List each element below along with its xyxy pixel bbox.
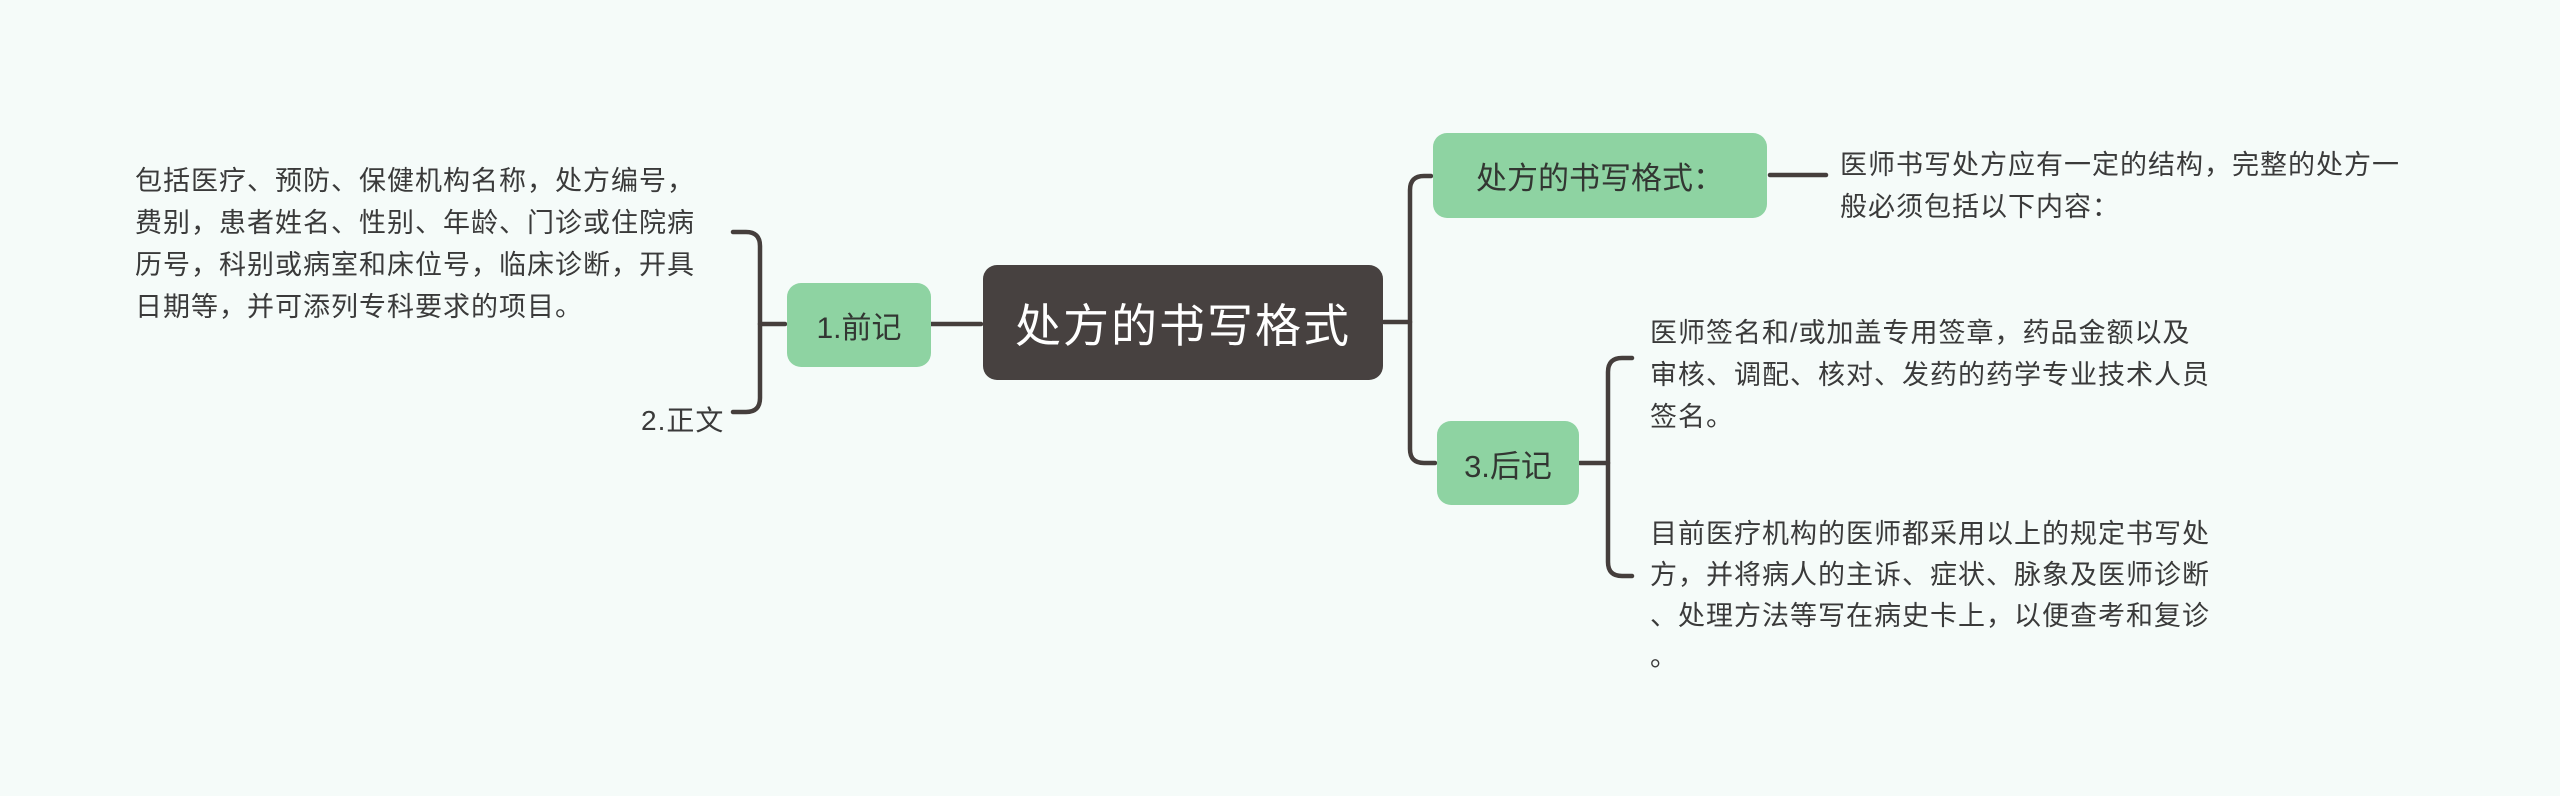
text-line: 。 [1650,642,1678,672]
text-line: 历号，科别或病室和床位号，临床诊断，开具 [135,250,695,280]
node-qianji[interactable]: 1.前记 [787,283,931,367]
node-geshi[interactable]: 处方的书写格式： [1433,133,1767,218]
text-line: 般必须包括以下内容： [1840,192,2120,222]
text-houji-detail-2[interactable]: 目前医疗机构的医师都采用以上的规定书写处 方，并将病人的主诉、症状、脉象及医师诊… [1650,514,2210,678]
connector-qianji-children-bracket [730,229,763,415]
text-line: 审核、调配、核对、发药的药学专业技术人员 [1650,360,2210,390]
text-qianji-detail[interactable]: 包括医疗、预防、保健机构名称，处方编号， 费别，患者姓名、性别、年龄、门诊或住院… [135,160,695,328]
center-node[interactable]: 处方的书写格式 [983,265,1383,380]
connector-right-branch-bracket [1407,173,1438,466]
text-line: 医师签名和/或加盖专用签章，药品金额以及 [1650,318,2191,348]
text-line: 费别，患者姓名、性别、年龄、门诊或住院病 [135,208,695,238]
text-line: 方，并将病人的主诉、症状、脉象及医师诊断 [1650,560,2210,590]
text-geshi-detail[interactable]: 医师书写处方应有一定的结构，完整的处方一 般必须包括以下内容： [1840,144,2400,228]
text-line: 医师书写处方应有一定的结构，完整的处方一 [1840,150,2400,180]
text-line: 目前医疗机构的医师都采用以上的规定书写处 [1650,519,2210,549]
text-line: 日期等，并可添列专科要求的项目。 [135,292,583,322]
text-houji-detail-1[interactable]: 医师签名和/或加盖专用签章，药品金额以及 审核、调配、核对、发药的药学专业技术人… [1650,312,2210,438]
text-line: 、处理方法等写在病史卡上，以便查考和复诊 [1650,601,2210,631]
node-zhengwen[interactable]: 2.正文 [641,405,725,436]
node-houji[interactable]: 3.后记 [1437,421,1579,505]
text-line: 签名。 [1650,402,1734,432]
connector-houji-children-bracket [1605,355,1635,579]
text-line: 包括医疗、预防、保健机构名称，处方编号， [135,166,695,196]
